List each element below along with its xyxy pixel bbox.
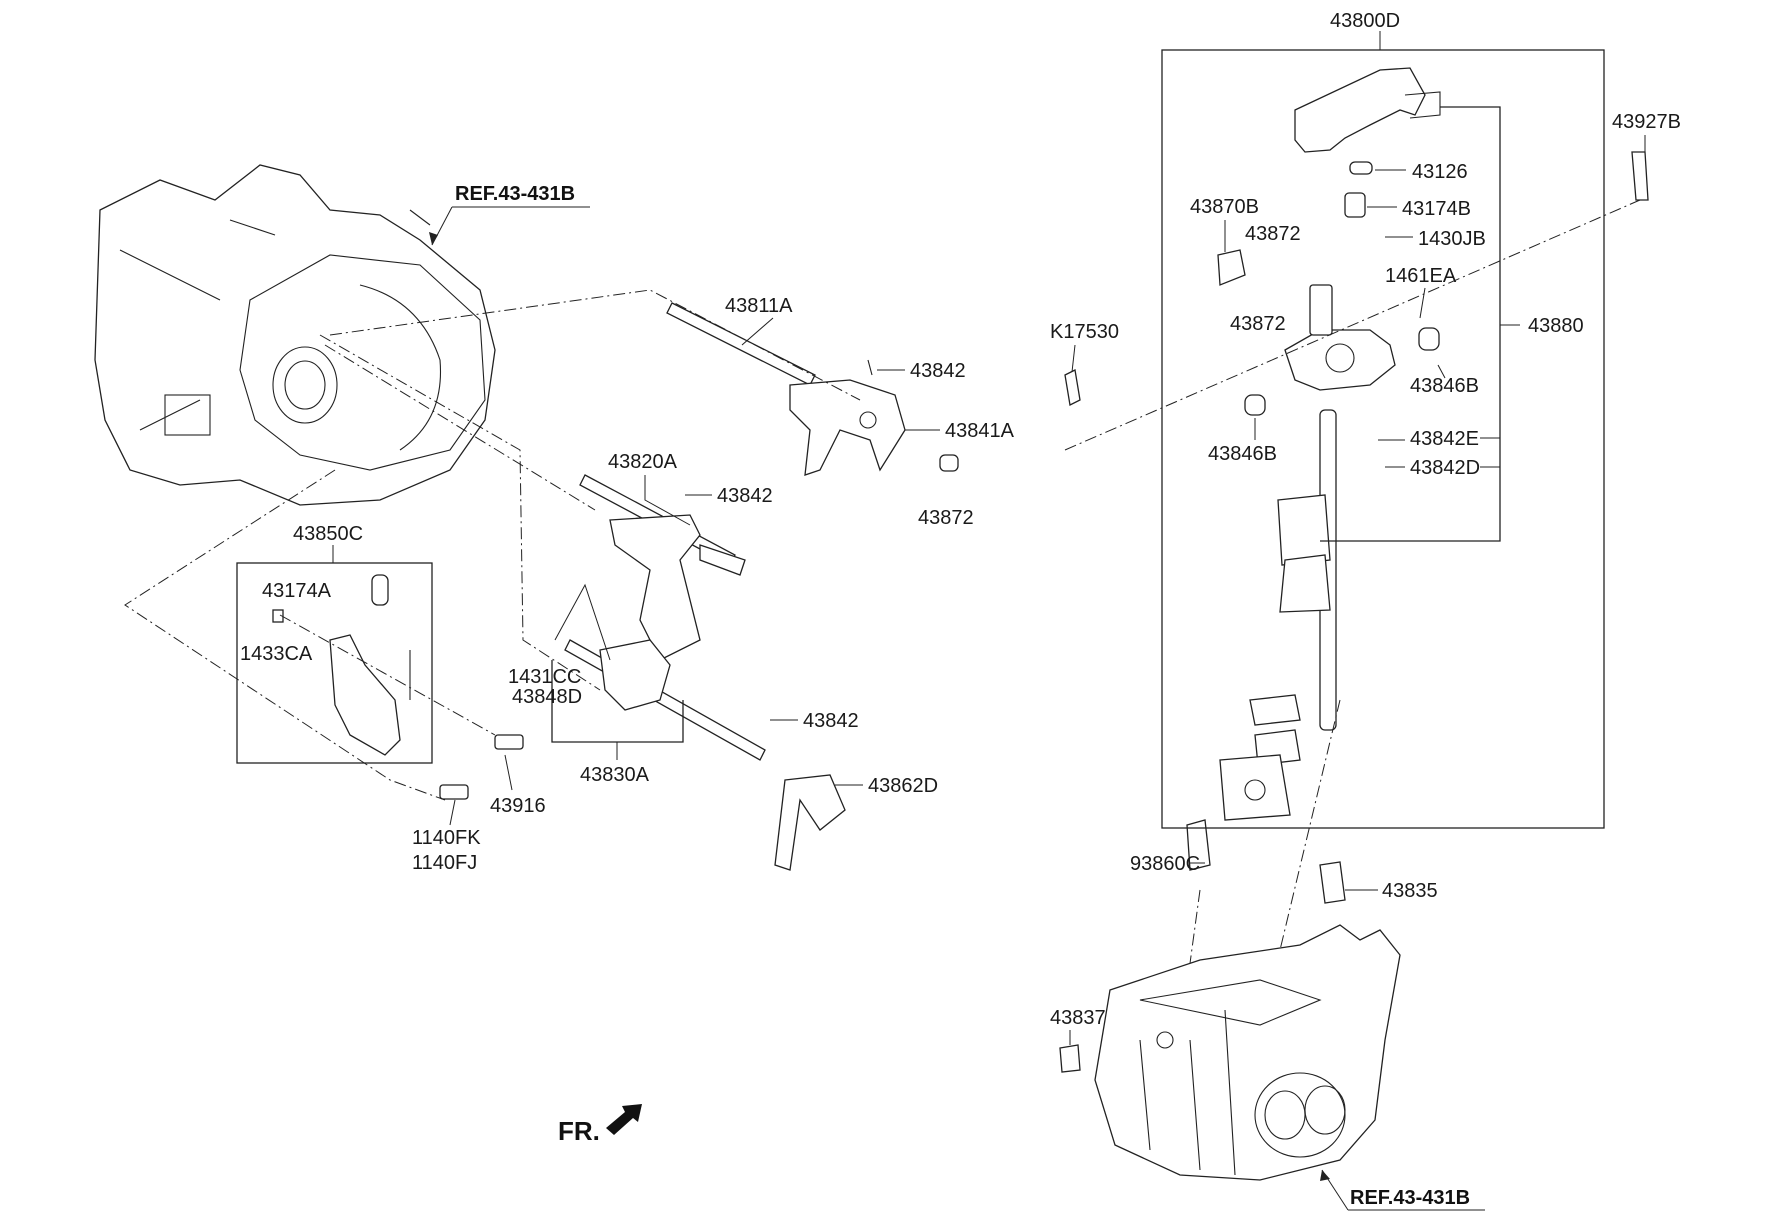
svg-text:43842: 43842 — [803, 710, 859, 732]
label-43872-c: 43872 — [1230, 313, 1286, 335]
label-43174A: 43174A — [262, 580, 332, 602]
svg-text:43835: 43835 — [1382, 880, 1438, 902]
label-43835: 43835 — [1345, 880, 1438, 902]
svg-text:43842E: 43842E — [1410, 428, 1479, 450]
ref-bottom-label: REF.43-431B — [1350, 1187, 1470, 1209]
label-43870B: 43870B — [1190, 196, 1259, 252]
svg-text:43126: 43126 — [1412, 161, 1468, 183]
label-43848D: 43848D — [512, 686, 582, 708]
svg-text:43872: 43872 — [1245, 223, 1301, 245]
transaxle-case-right — [1094, 924, 1401, 1181]
group-43880: 43880 — [1320, 106, 1584, 542]
svg-text:43841A: 43841A — [945, 420, 1015, 442]
svg-text:43811A: 43811A — [725, 295, 793, 317]
ref-top: REF.43-431B — [429, 183, 590, 246]
label-1430JB: 1430JB — [1385, 228, 1486, 250]
label-43872-b: 43872 — [1245, 223, 1301, 245]
label-43811A: 43811A — [725, 295, 793, 346]
label-43927B: 43927B — [1612, 111, 1681, 152]
svg-text:43916: 43916 — [490, 795, 546, 817]
fr-label: FR. — [558, 1116, 600, 1146]
label-43841A: 43841A — [905, 420, 1015, 442]
label-43174B: 43174B — [1367, 198, 1471, 220]
svg-text:1431CC: 1431CC — [508, 666, 581, 688]
label-43126: 43126 — [1375, 161, 1468, 183]
svg-text:43872: 43872 — [918, 507, 974, 529]
label-43837: 43837 — [1050, 1007, 1106, 1045]
svg-text:43820A: 43820A — [608, 451, 678, 473]
svg-text:43872: 43872 — [1230, 313, 1286, 335]
fr-arrow-icon — [606, 1104, 642, 1135]
small-parts-right — [1059, 151, 1649, 1073]
svg-text:1430JB: 1430JB — [1418, 228, 1486, 250]
label-1140FJ: 1140FJ — [412, 852, 477, 874]
label-1461EA: 1461EA — [1385, 265, 1457, 319]
svg-text:43927B: 43927B — [1612, 111, 1681, 133]
label-43880: 43880 — [1528, 315, 1584, 337]
label-43872-a: 43872 — [918, 507, 974, 529]
svg-text:1433CA: 1433CA — [240, 643, 313, 665]
ref-bottom: REF.43-431B — [1320, 1169, 1485, 1211]
label-93860C: 93860C — [1130, 853, 1205, 875]
label-43842E: 43842E — [1378, 428, 1500, 450]
svg-text:1461EA: 1461EA — [1385, 265, 1457, 287]
group-43800D: 43800D — [1161, 10, 1605, 829]
shift-rail-43811A — [666, 302, 959, 476]
label-K17530: K17530 — [1050, 321, 1119, 373]
svg-text:93860C: 93860C — [1130, 853, 1200, 875]
svg-text:1140FK: 1140FK — [412, 827, 481, 849]
control-lever-43800D — [1294, 67, 1441, 175]
svg-text:43842: 43842 — [910, 360, 966, 382]
label-43846B-b: 43846B — [1208, 418, 1277, 465]
select-lever-43850C — [272, 574, 524, 800]
transaxle-case-left — [94, 164, 496, 506]
svg-text:1140FJ: 1140FJ — [412, 852, 477, 874]
svg-text:43174B: 43174B — [1402, 198, 1471, 220]
label-43842-c: 43842 — [770, 710, 859, 732]
svg-text:43846B: 43846B — [1208, 443, 1277, 465]
label-43842-b: 43842 — [685, 485, 773, 507]
shift-rail-43830A — [564, 639, 846, 871]
svg-text:43842: 43842 — [717, 485, 773, 507]
label-43820A: 43820A — [608, 451, 691, 526]
label-43846B-a: 43846B — [1410, 364, 1479, 397]
label-43842D: 43842D — [1385, 457, 1500, 479]
label-43916: 43916 — [490, 754, 546, 817]
svg-text:K17530: K17530 — [1050, 321, 1119, 343]
svg-text:43846B: 43846B — [1410, 375, 1479, 397]
svg-text:43848D: 43848D — [512, 686, 582, 708]
svg-text:43174A: 43174A — [262, 580, 332, 602]
group-43830A: 43830A — [551, 660, 684, 786]
label-43830A: 43830A — [580, 764, 650, 786]
label-1431CC: 1431CC — [508, 583, 611, 688]
group-43850C: 43850C — [236, 523, 433, 764]
control-housing — [1217, 192, 1440, 821]
shift-rail-43820A — [579, 474, 746, 661]
label-43842-a: 43842 — [877, 360, 966, 382]
label-43850C: 43850C — [293, 523, 363, 545]
svg-text:43842D: 43842D — [1410, 457, 1480, 479]
ref-top-label: REF.43-431B — [455, 183, 575, 205]
svg-text:43837: 43837 — [1050, 1007, 1106, 1029]
label-43800D: 43800D — [1330, 10, 1400, 32]
label-1140FK: 1140FK — [412, 799, 481, 849]
label-1433CA: 1433CA — [240, 643, 313, 665]
svg-text:43862D: 43862D — [868, 775, 938, 797]
front-direction: FR. — [558, 1104, 642, 1146]
label-43862D: 43862D — [835, 775, 938, 797]
svg-text:43870B: 43870B — [1190, 196, 1259, 218]
